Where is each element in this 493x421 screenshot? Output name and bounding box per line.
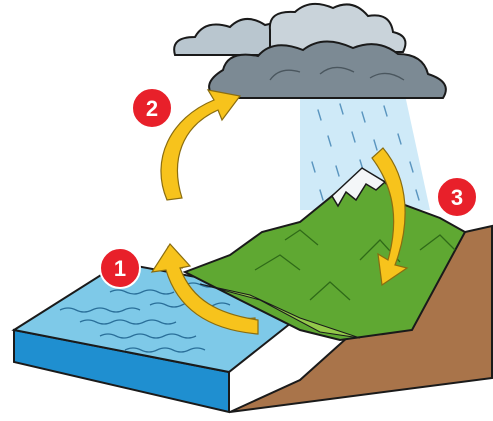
step-number-1: 1 bbox=[114, 256, 126, 281]
step-badge-1: 1 bbox=[100, 248, 140, 288]
step-badge-3: 3 bbox=[437, 177, 477, 217]
step-number-2: 2 bbox=[146, 96, 158, 121]
step-badge-2: 2 bbox=[132, 88, 172, 128]
step-number-3: 3 bbox=[451, 185, 463, 210]
storm-cloud bbox=[174, 4, 446, 98]
